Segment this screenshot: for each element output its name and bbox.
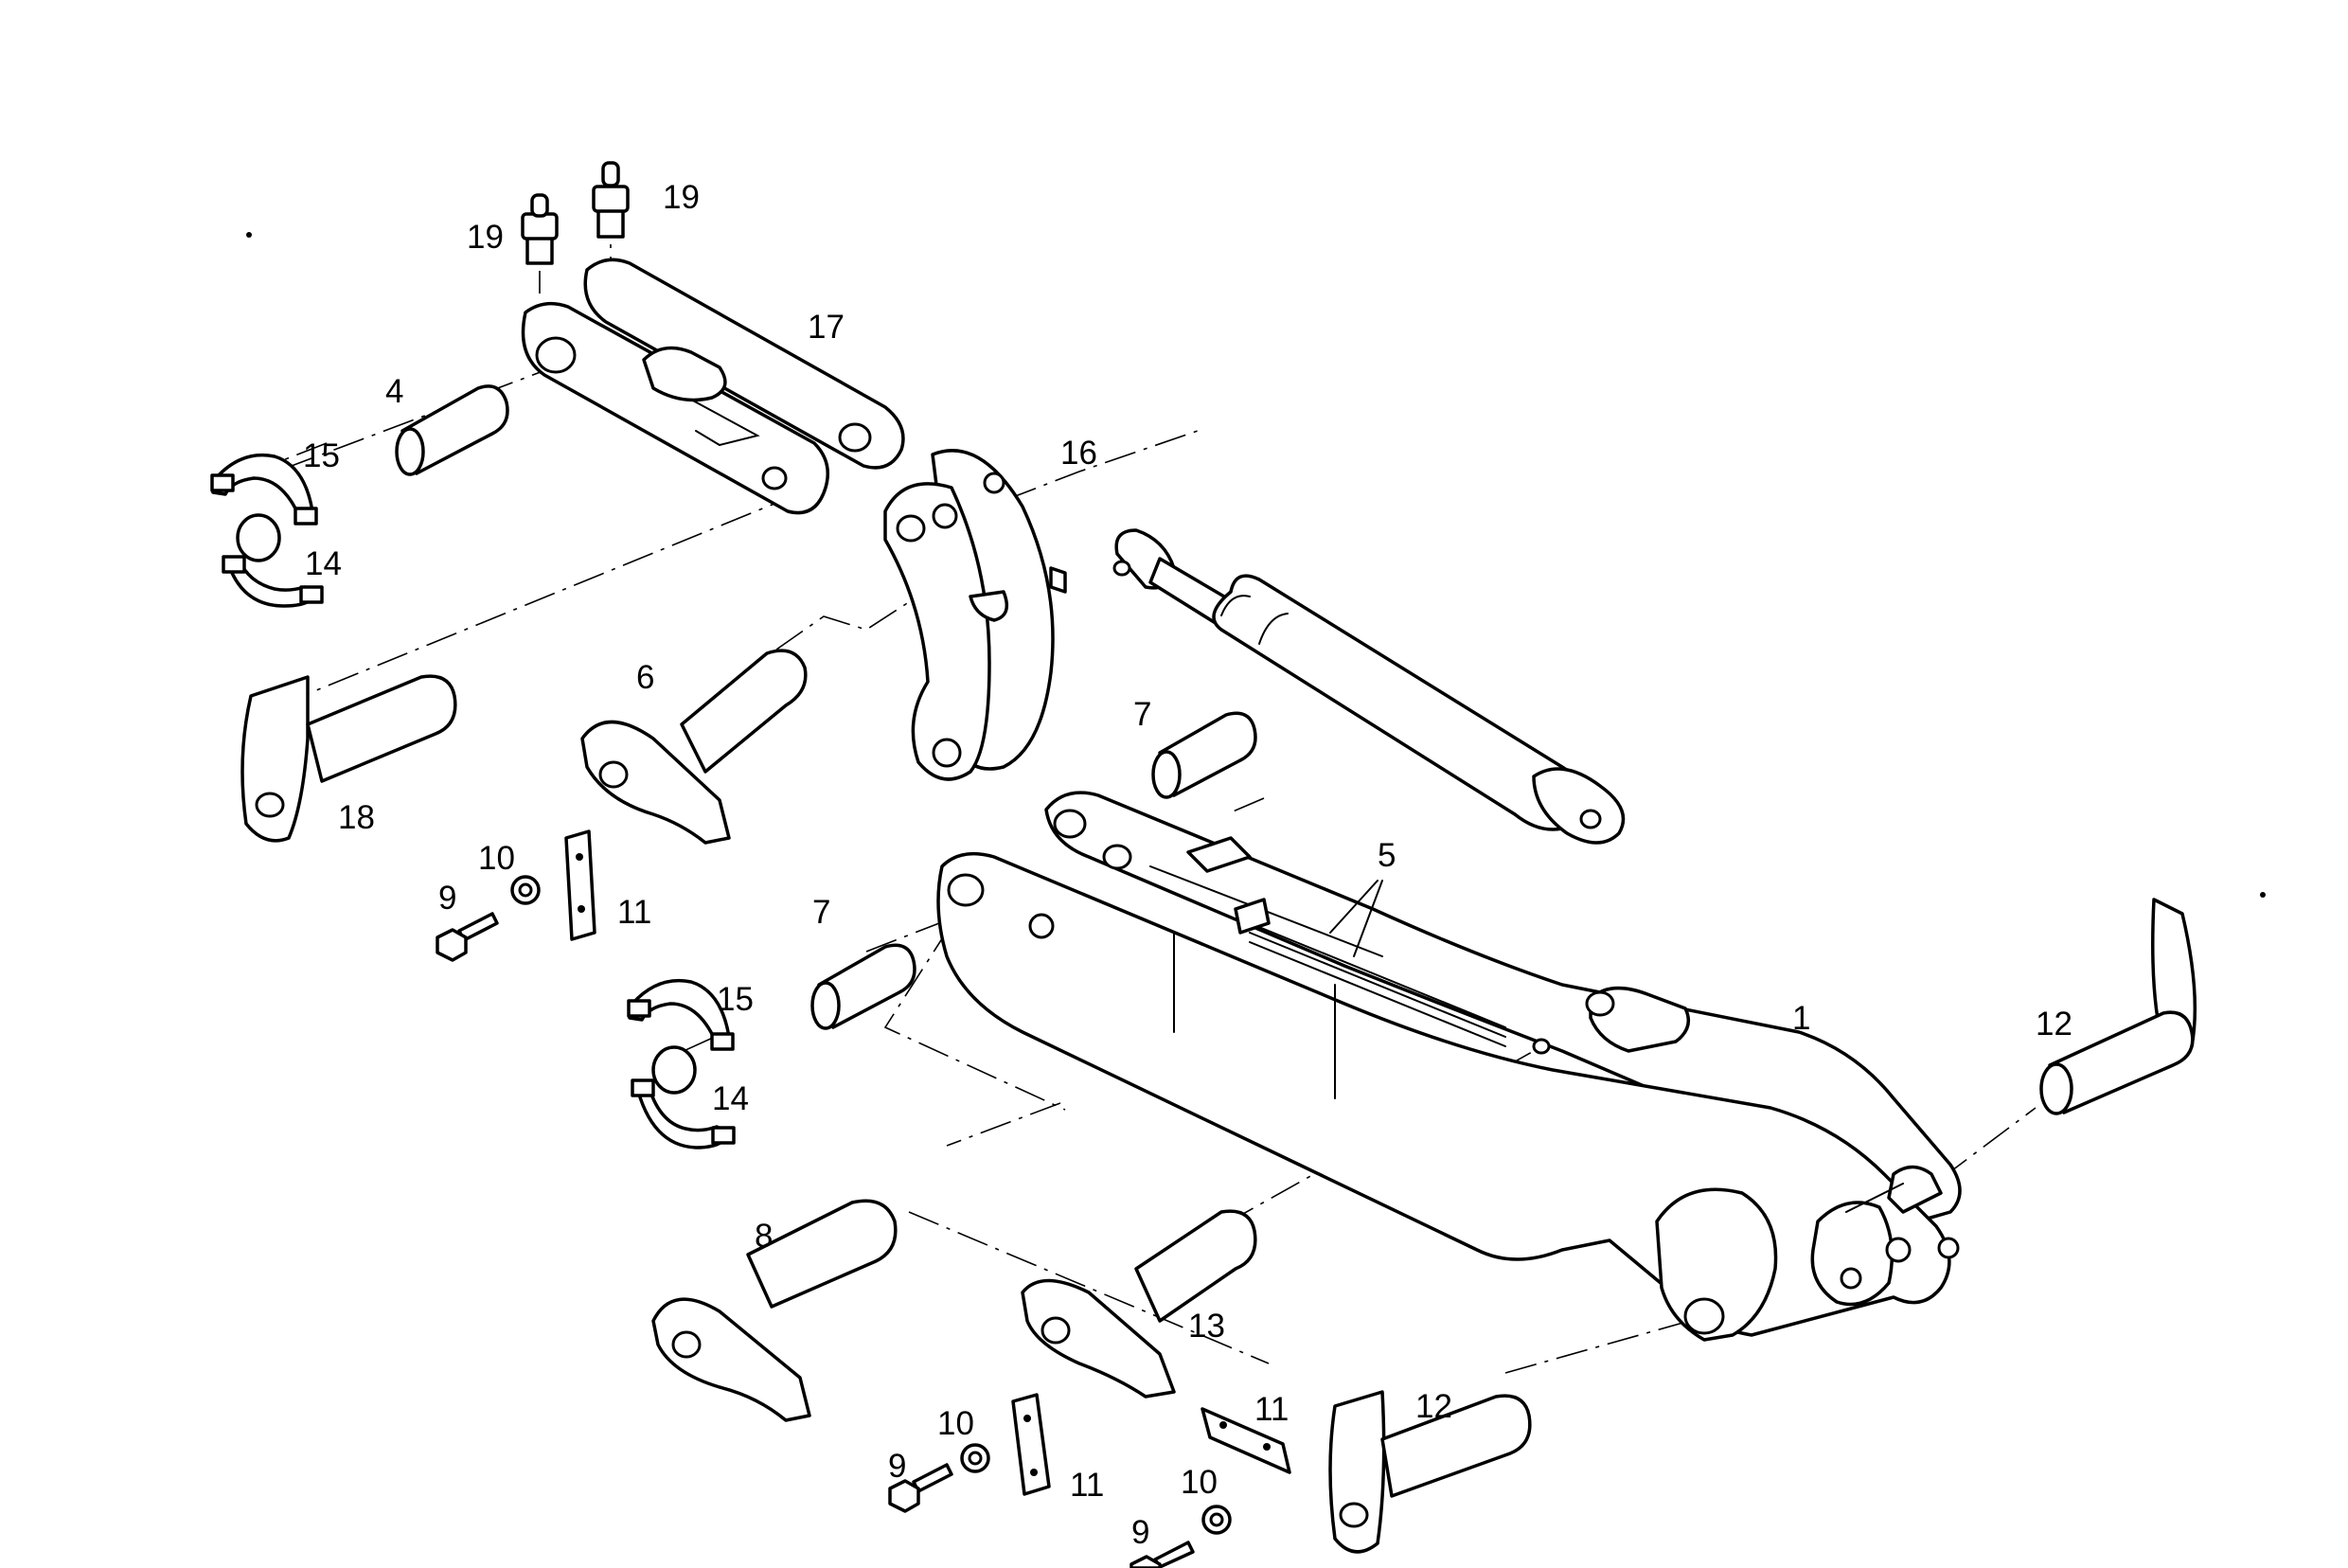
ring-14-lower bbox=[651, 1045, 697, 1095]
pin-8 bbox=[651, 1199, 898, 1422]
washer-10-lower-right bbox=[1201, 1505, 1232, 1535]
callout-11-lower-right: 11 bbox=[1254, 1391, 1289, 1428]
ring-14-upper bbox=[236, 513, 281, 562]
callout-13: 13 bbox=[1188, 1308, 1225, 1345]
bushing-7-lower bbox=[810, 943, 916, 1030]
callout-9-upper: 9 bbox=[438, 880, 456, 917]
callout-14-upper: 14 bbox=[305, 545, 342, 582]
hydraulic-cylinder bbox=[1112, 528, 1626, 845]
callout-6: 6 bbox=[636, 659, 654, 696]
callout-10-lower-right: 10 bbox=[1181, 1464, 1218, 1501]
callout-9-lower-right: 9 bbox=[1131, 1514, 1149, 1551]
pin-12-lower bbox=[1328, 1390, 1532, 1554]
callout-11-upper: 11 bbox=[617, 894, 651, 931]
callout-18: 18 bbox=[338, 799, 375, 836]
callout-5-leaders bbox=[1329, 880, 1383, 957]
callout-16: 16 bbox=[1060, 435, 1097, 472]
boom-frame bbox=[936, 791, 1962, 1342]
callout-5: 5 bbox=[1378, 837, 1396, 874]
callout-12-lower: 12 bbox=[1415, 1388, 1452, 1425]
bolt-9-upper bbox=[436, 912, 499, 962]
pin-12-right bbox=[2039, 898, 2197, 1115]
pin-6 bbox=[580, 649, 808, 845]
callout-10-lower-left: 10 bbox=[937, 1405, 974, 1442]
callout-17: 17 bbox=[808, 309, 845, 346]
clamp-14-lower-bottom bbox=[631, 1078, 736, 1149]
callout-19-right: 19 bbox=[663, 179, 700, 216]
grease-nipple-right bbox=[592, 161, 630, 239]
callout-4: 4 bbox=[385, 373, 403, 410]
pin-18 bbox=[240, 674, 457, 843]
callout-7-upper: 7 bbox=[1133, 696, 1151, 733]
callout-12-right: 12 bbox=[2036, 1006, 2072, 1042]
clamp-14-lower bbox=[222, 555, 324, 608]
callout-11-lower-left: 11 bbox=[1070, 1467, 1104, 1504]
plate-11-lower-right bbox=[1201, 1407, 1291, 1474]
clamp-15-lower bbox=[627, 978, 735, 1051]
plate-11-lower-left bbox=[1011, 1393, 1051, 1496]
lever-plate bbox=[883, 449, 1067, 781]
callout-1: 1 bbox=[1792, 1000, 1810, 1037]
callout-19-left: 19 bbox=[467, 219, 504, 256]
grease-nipple-left bbox=[521, 193, 559, 265]
bolt-9-lower-right bbox=[1130, 1541, 1195, 1568]
callout-15-upper: 15 bbox=[303, 437, 340, 474]
pin-13 bbox=[1021, 1209, 1257, 1399]
callout-7-lower: 7 bbox=[812, 894, 830, 931]
washer-10-lower-left bbox=[960, 1443, 990, 1473]
bolt-9-lower-left bbox=[888, 1463, 953, 1513]
callout-15-lower: 15 bbox=[717, 981, 754, 1018]
callout-8: 8 bbox=[755, 1218, 773, 1255]
callout-labels: 1 4 5 6 7 7 8 9 9 9 10 10 10 11 11 11 12… bbox=[303, 179, 2072, 1551]
callout-9-lower-left: 9 bbox=[888, 1448, 906, 1485]
callout-14-lower: 14 bbox=[712, 1080, 749, 1117]
plate-11-upper bbox=[564, 829, 596, 941]
washer-10-upper bbox=[510, 875, 541, 905]
bushing-7-upper bbox=[1151, 711, 1257, 799]
callout-10-upper: 10 bbox=[478, 840, 515, 877]
clamp-15-upper bbox=[210, 453, 318, 526]
pin-4 bbox=[395, 384, 509, 476]
link-arm bbox=[521, 258, 905, 515]
